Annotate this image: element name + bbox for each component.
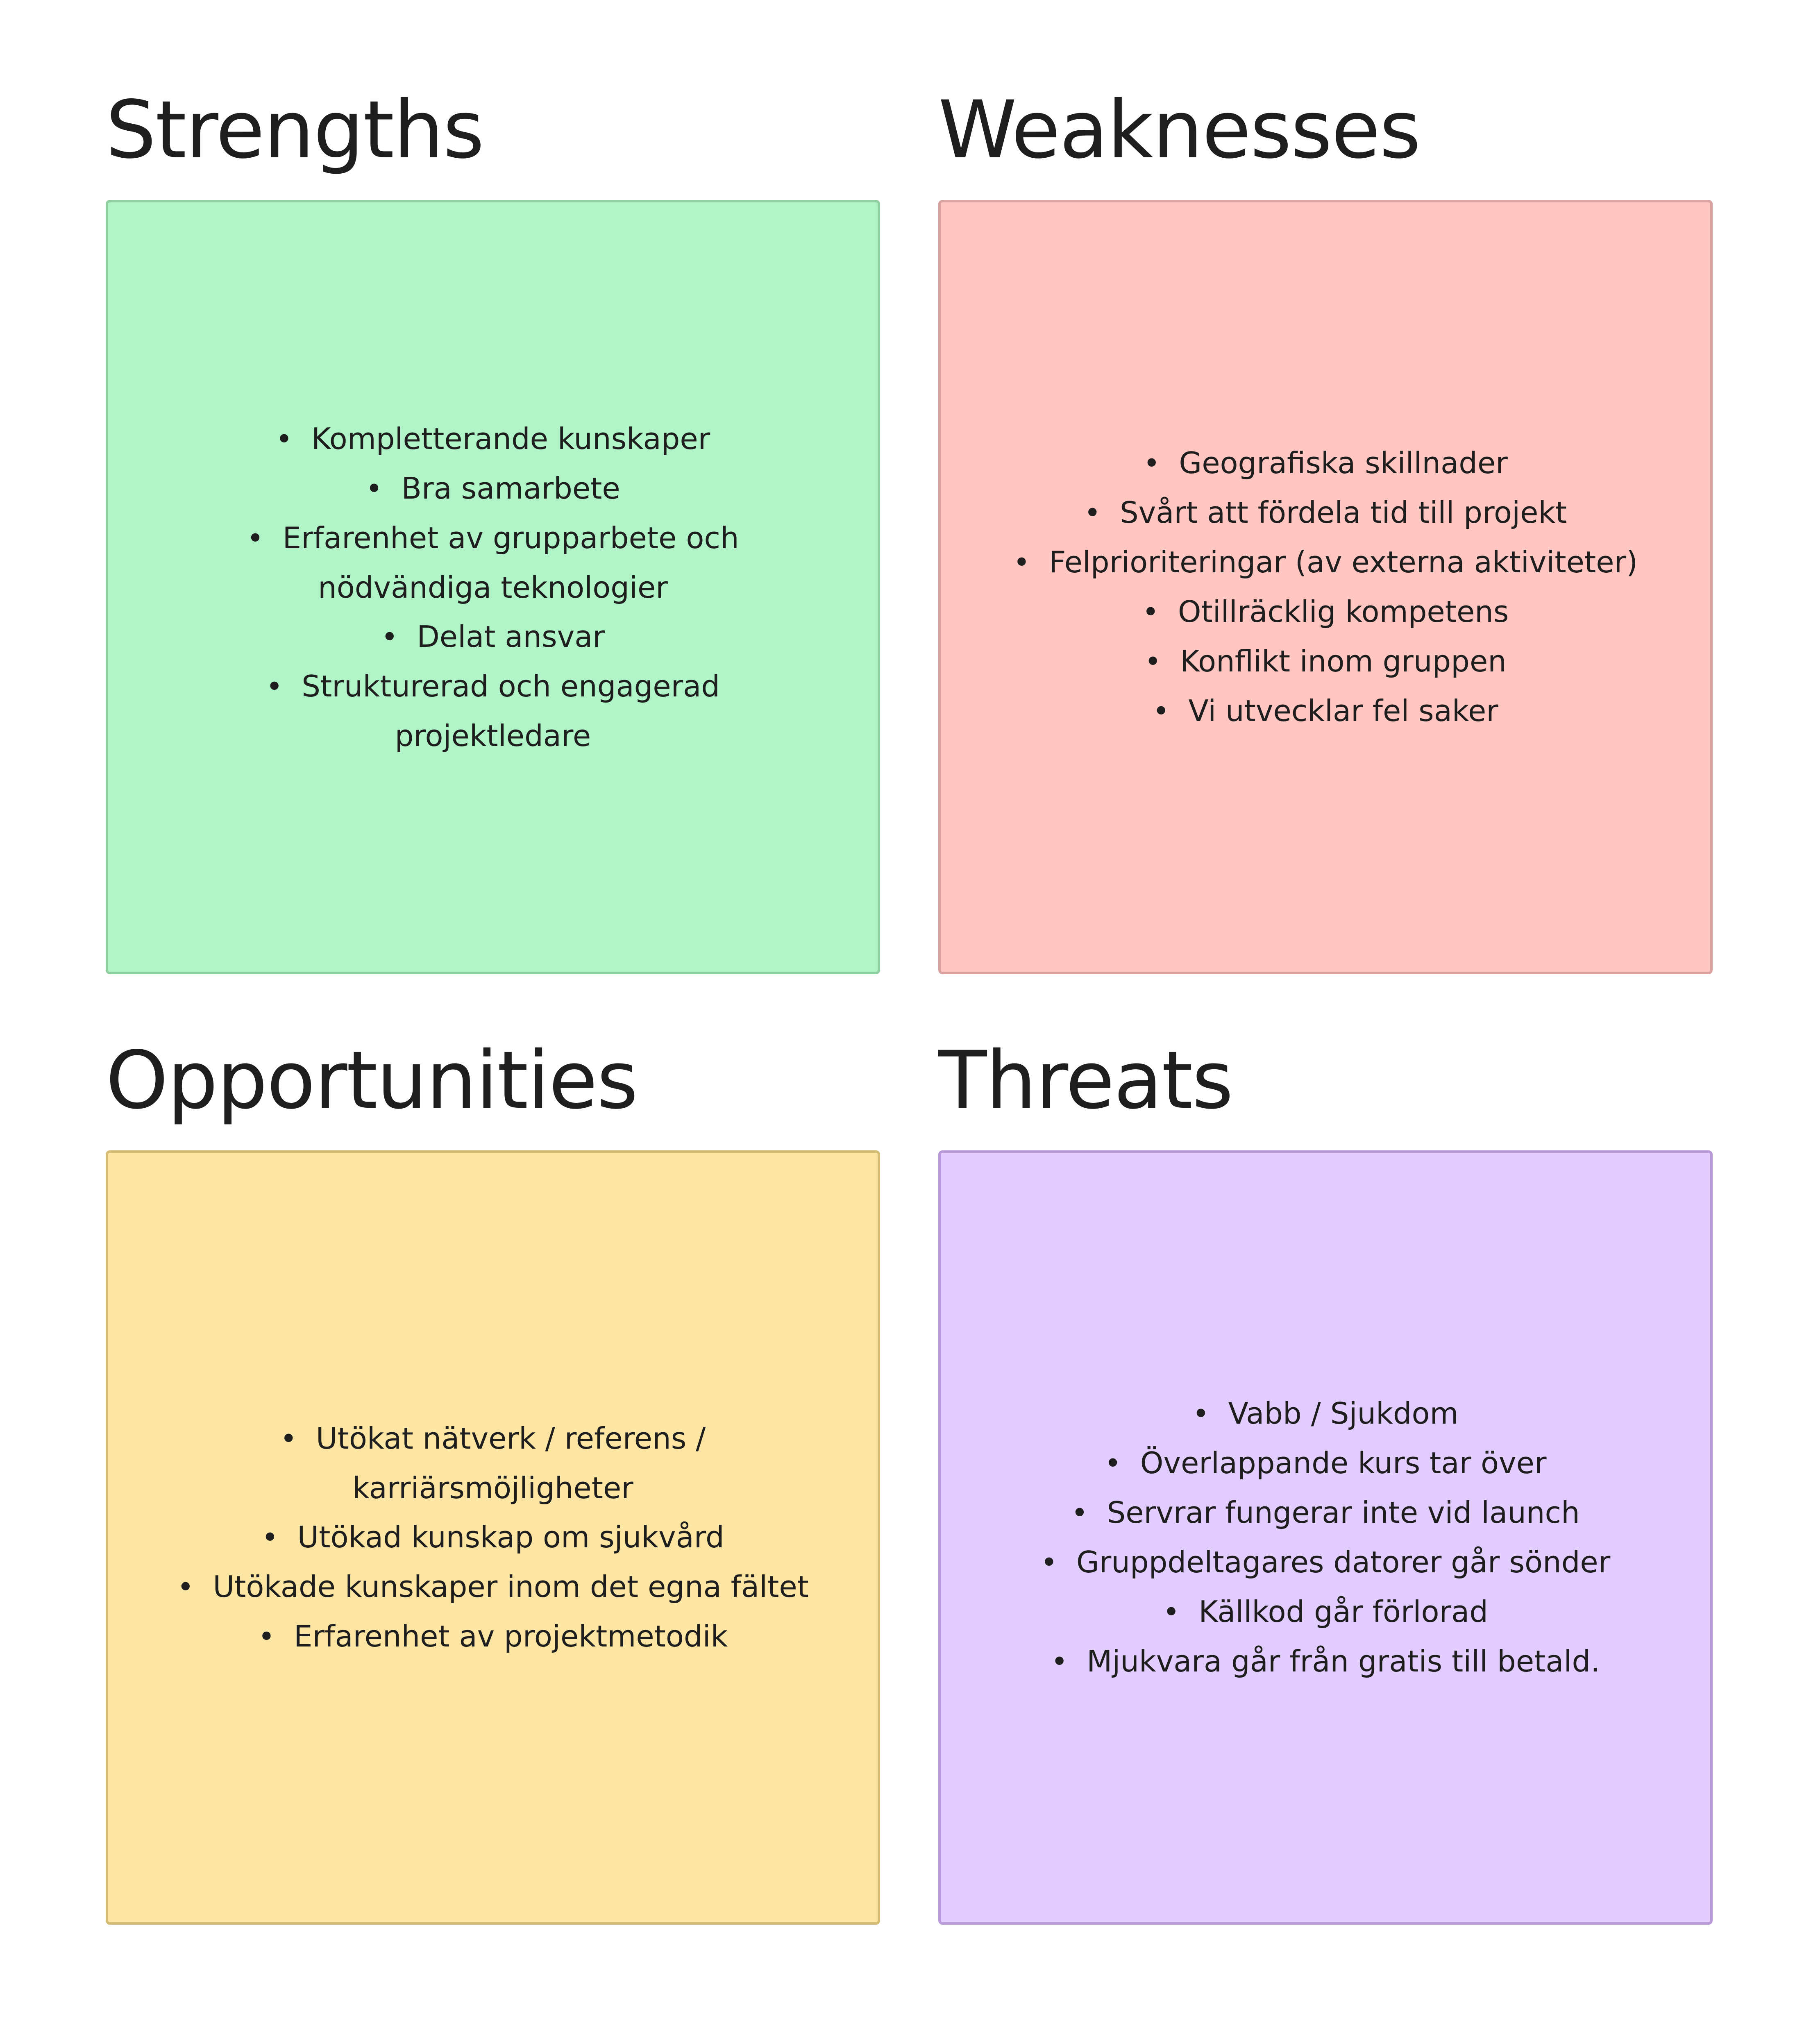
weaknesses-list: Geografiska skillnader Svårt att fördela… [1013, 438, 1638, 736]
threats-title: Threats [938, 1034, 1233, 1127]
list-item: Utökade kunskaper inom det egna fältet [175, 1562, 810, 1612]
weaknesses-title: Weaknesses [938, 84, 1421, 176]
list-item: Källkod går förlorad [1041, 1587, 1611, 1637]
list-item: Utökat nätverk / referens / karriärsmöjl… [175, 1414, 810, 1513]
list-item: Bra samarbete [175, 464, 810, 513]
opportunities-sticky-note[interactable]: Utökat nätverk / referens / karriärsmöjl… [106, 1150, 880, 1925]
list-item: Felprioriteringar (av externa aktivitete… [1013, 537, 1638, 587]
list-item: Erfarenhet av grupparbete och nödvändiga… [175, 513, 810, 612]
opportunities-list: Utökat nätverk / referens / karriärsmöjl… [175, 1414, 810, 1661]
list-item: Kompletterande kunskaper [175, 414, 810, 464]
list-item: Utökad kunskap om sjukvård [175, 1513, 810, 1562]
strengths-list: Kompletterande kunskaper Bra samarbete E… [175, 414, 810, 760]
list-item: Överlappande kurs tar över [1041, 1438, 1611, 1488]
weaknesses-sticky-note[interactable]: Geografiska skillnader Svårt att fördela… [938, 200, 1713, 974]
list-item: Delat ansvar [175, 612, 810, 662]
list-item: Servrar fungerar inte vid launch [1041, 1488, 1611, 1538]
list-item: Vabb / Sjukdom [1041, 1389, 1611, 1438]
list-item: Strukturerad och engagerad projektledare [175, 662, 810, 760]
list-item: Mjukvara går från gratis till betald. [1041, 1637, 1611, 1686]
list-item: Vi utvecklar fel saker [1013, 686, 1638, 736]
threats-list: Vabb / Sjukdom Överlappande kurs tar öve… [1041, 1389, 1611, 1686]
opportunities-title: Opportunities [106, 1034, 638, 1127]
strengths-sticky-note[interactable]: Kompletterande kunskaper Bra samarbete E… [106, 200, 880, 974]
list-item: Konflikt inom gruppen [1013, 637, 1638, 686]
strengths-title: Strengths [106, 84, 484, 176]
threats-sticky-note[interactable]: Vabb / Sjukdom Överlappande kurs tar öve… [938, 1150, 1713, 1925]
list-item: Geografiska skillnader [1013, 438, 1638, 488]
list-item: Erfarenhet av projektmetodik [175, 1612, 810, 1661]
list-item: Gruppdeltagares datorer går sönder [1041, 1538, 1610, 1587]
list-item: Svårt att fördela tid till projekt [1013, 488, 1638, 537]
list-item: Otillräcklig kompetens [1013, 587, 1638, 637]
